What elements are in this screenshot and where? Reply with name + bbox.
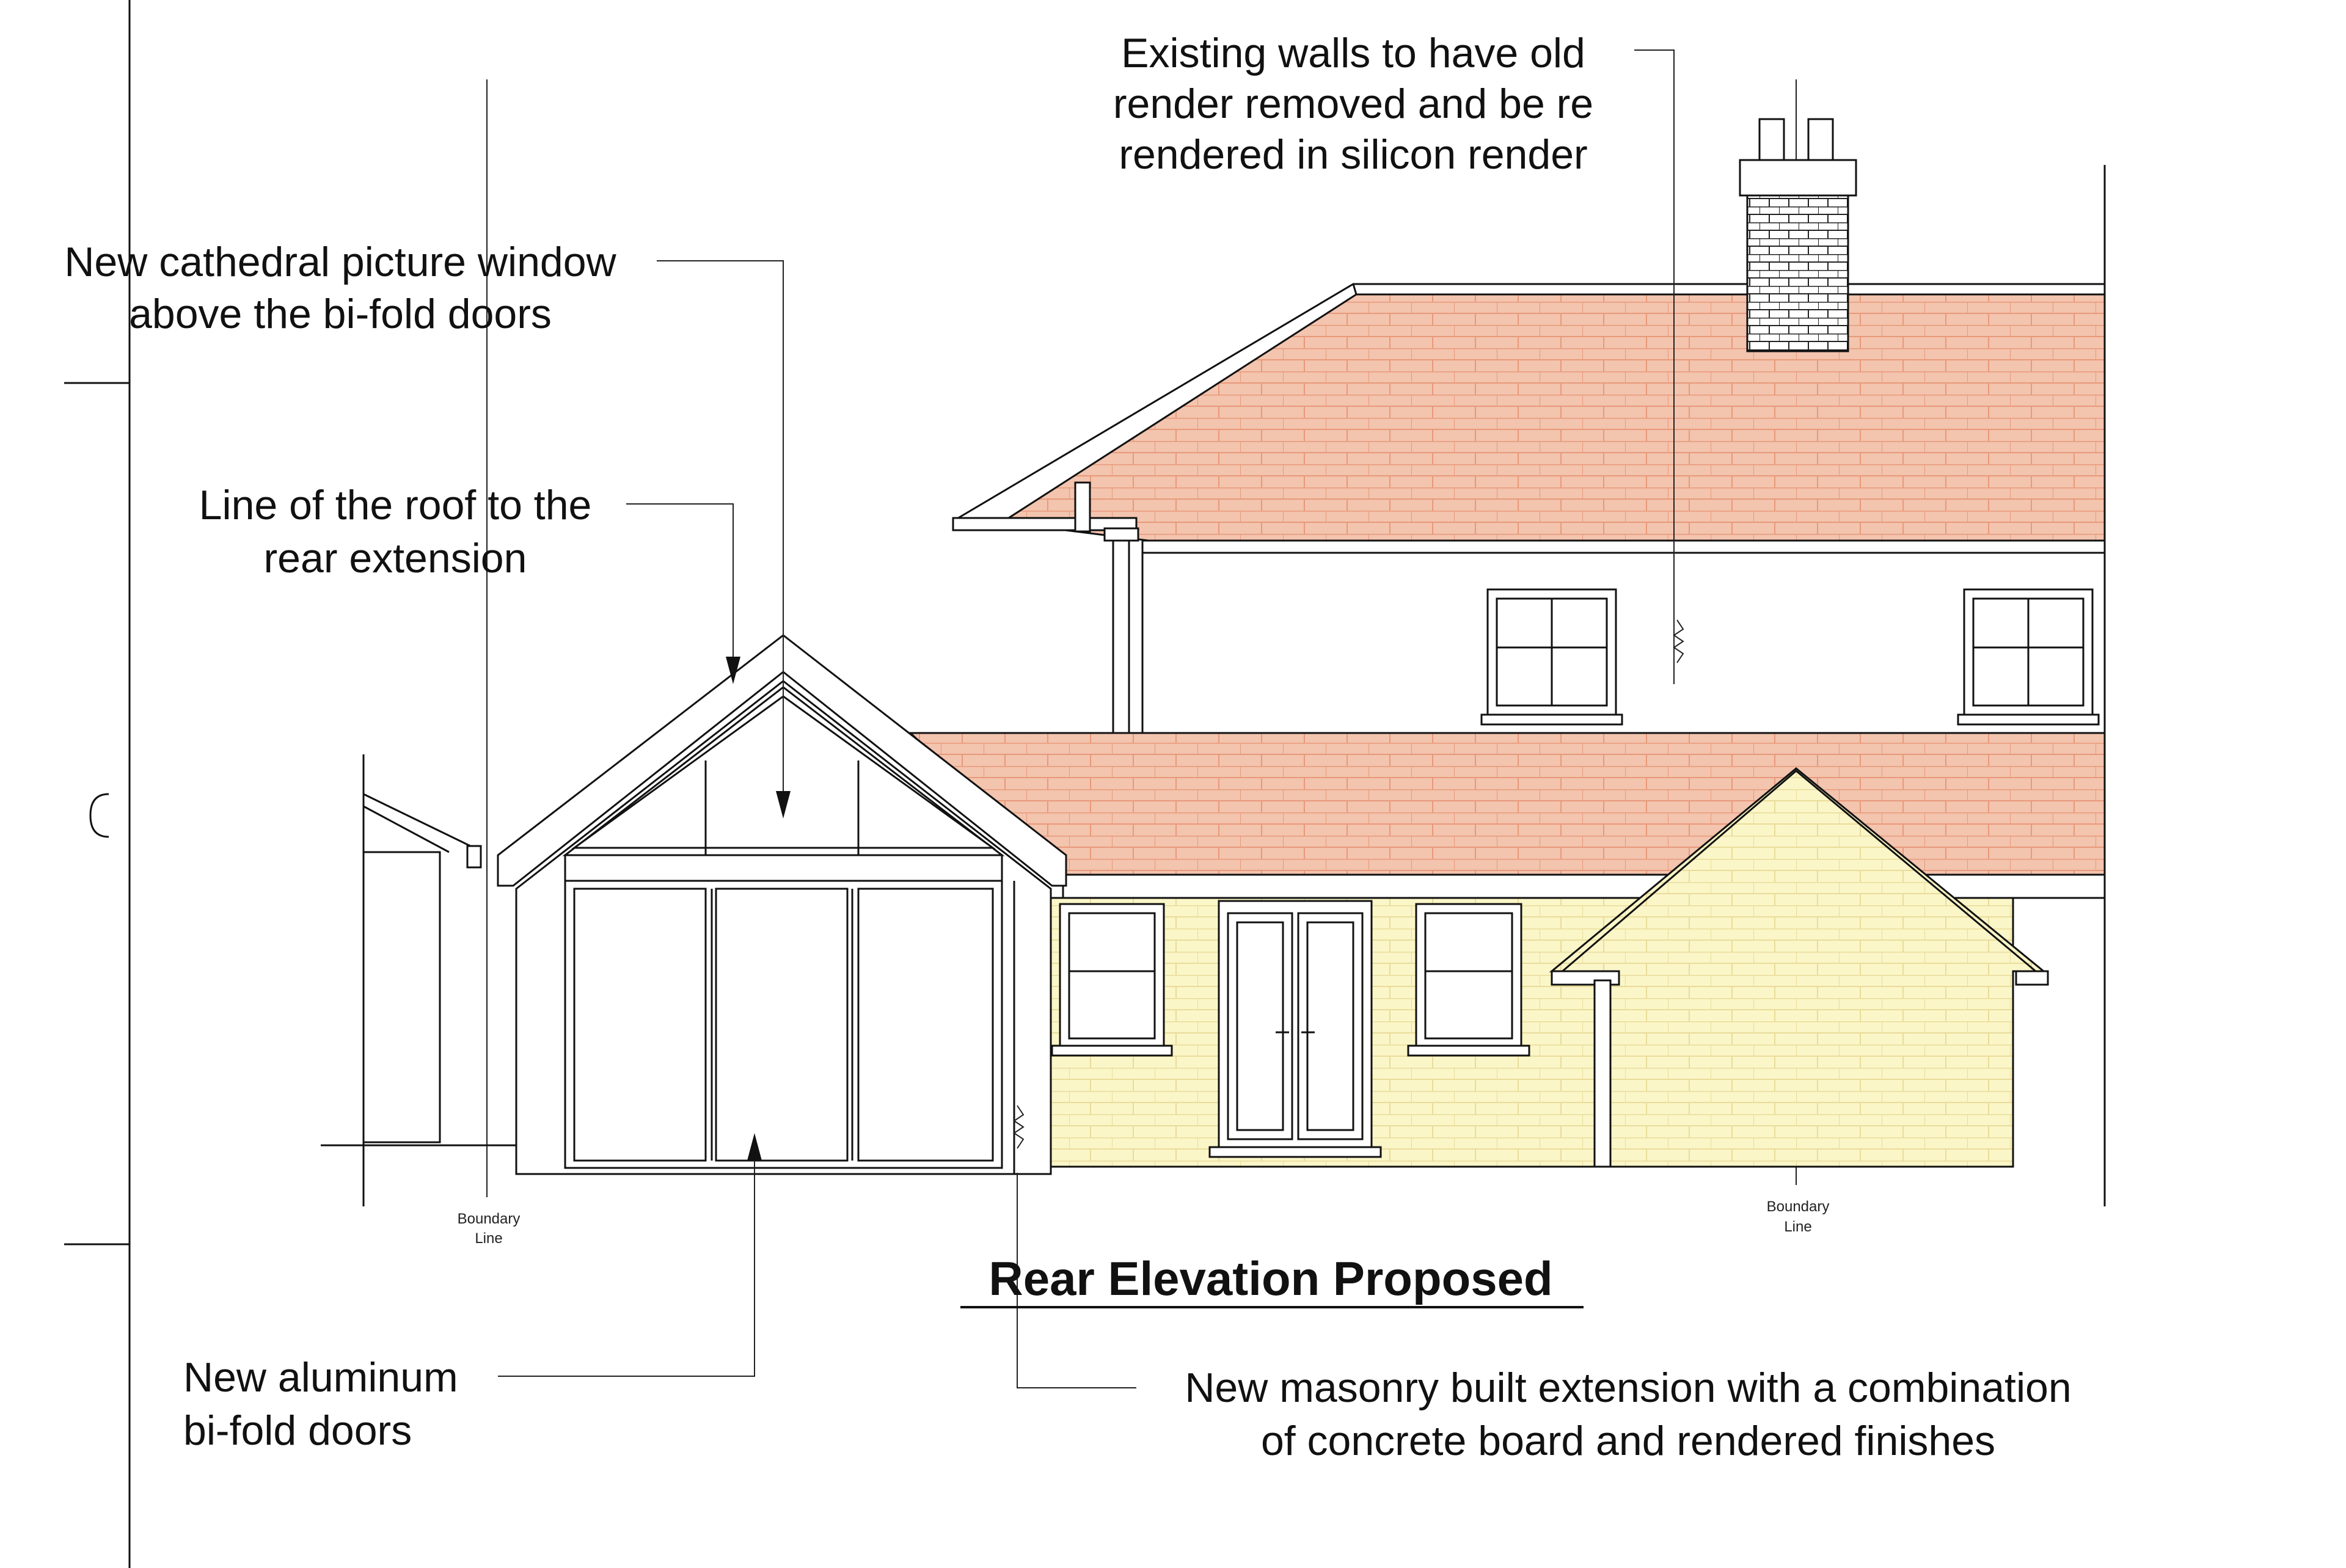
first-floor-window-1 bbox=[1480, 588, 1623, 726]
annotation-existing-walls-line-1: Existing walls to have old bbox=[1121, 30, 1585, 76]
first-floor-wall bbox=[1141, 539, 2106, 734]
annotation-roof-line-line-2: rear extension bbox=[264, 535, 527, 582]
annotation-cathedral-window-line-2: above the bi-fold doors bbox=[129, 291, 552, 337]
annotation-bifold-doors-line-2: bi-fold doors bbox=[183, 1407, 412, 1454]
boundary-label-right-line-1: Boundary bbox=[1767, 1198, 1830, 1215]
neighbour-structure bbox=[321, 754, 516, 1206]
ground-window-left bbox=[1051, 903, 1173, 1057]
annotation-bifold-doors: New aluminum bi-fold doors bbox=[183, 1354, 458, 1454]
annotation-cathedral-window-line-1: New cathedral picture window bbox=[64, 239, 616, 285]
boundary-label-left-line-2: Line bbox=[475, 1230, 502, 1247]
annotation-existing-walls-line-3: rendered in silicon render bbox=[1119, 131, 1587, 178]
annotation-masonry-extension-line-1: New masonry built extension with a combi… bbox=[1185, 1365, 2071, 1411]
main-roof bbox=[999, 293, 2106, 542]
annotation-bifold-doors-line-1: New aluminum bbox=[183, 1354, 458, 1401]
first-floor-window-2 bbox=[1957, 588, 2100, 726]
sheet-frame bbox=[64, 0, 131, 1568]
break-marks bbox=[1013, 619, 1684, 1149]
boundary-label-left-line-1: Boundary bbox=[458, 1211, 521, 1227]
annotation-roof-line-line-1: Line of the roof to the bbox=[199, 482, 592, 528]
annotation-roof-line: Line of the roof to the rear extension bbox=[199, 482, 592, 582]
ground-window-right bbox=[1407, 903, 1530, 1057]
chimney bbox=[1739, 118, 1857, 352]
annotation-existing-walls: Existing walls to have old render remove… bbox=[1113, 30, 1593, 178]
annotation-existing-walls-line-2: render removed and be re bbox=[1113, 81, 1593, 127]
annotation-cathedral-window: New cathedral picture window above the b… bbox=[64, 239, 616, 337]
rear-extension bbox=[497, 634, 1067, 1175]
leader-lines bbox=[498, 49, 1675, 1388]
drawing-title: Rear Elevation Proposed bbox=[988, 1252, 1552, 1305]
boundary-label-right-line-2: Line bbox=[1784, 1219, 1811, 1235]
annotation-masonry-extension-line-2: of concrete board and rendered finishes bbox=[1261, 1418, 1995, 1464]
french-doors bbox=[1208, 900, 1382, 1158]
annotation-masonry-extension: New masonry built extension with a combi… bbox=[1185, 1365, 2071, 1464]
lower-roof bbox=[908, 732, 2106, 876]
